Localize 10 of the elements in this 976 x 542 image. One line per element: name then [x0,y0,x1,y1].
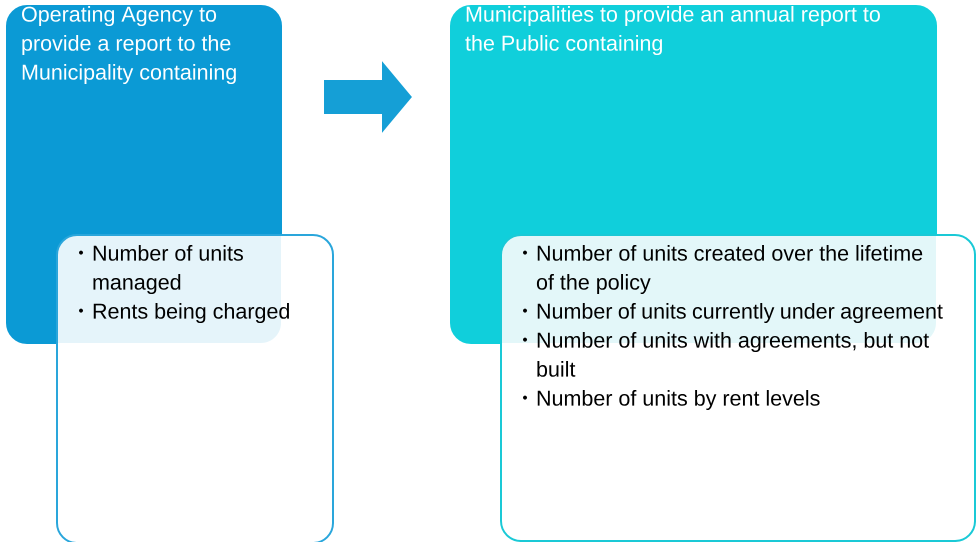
bullet-item: Number of units created over the lifetime of the policy [523,245,922,294]
bullet-item: Number of units with agreements, but not built [523,332,929,377]
bullet-item: Number of units managed [79,245,243,294]
bullet-item: Number of units currently under agreement [523,303,943,324]
list-box [500,234,976,542]
bullet-item: Number of units by rent levels [523,390,820,410]
heading-text: Municipalities to provide an annual report to the Public containing [465,6,880,56]
list-box [56,234,334,542]
bullet-item: Rents being charged [79,303,289,324]
heading-text: Operating Agency to provide a report to the Municipality containing [22,6,236,84]
